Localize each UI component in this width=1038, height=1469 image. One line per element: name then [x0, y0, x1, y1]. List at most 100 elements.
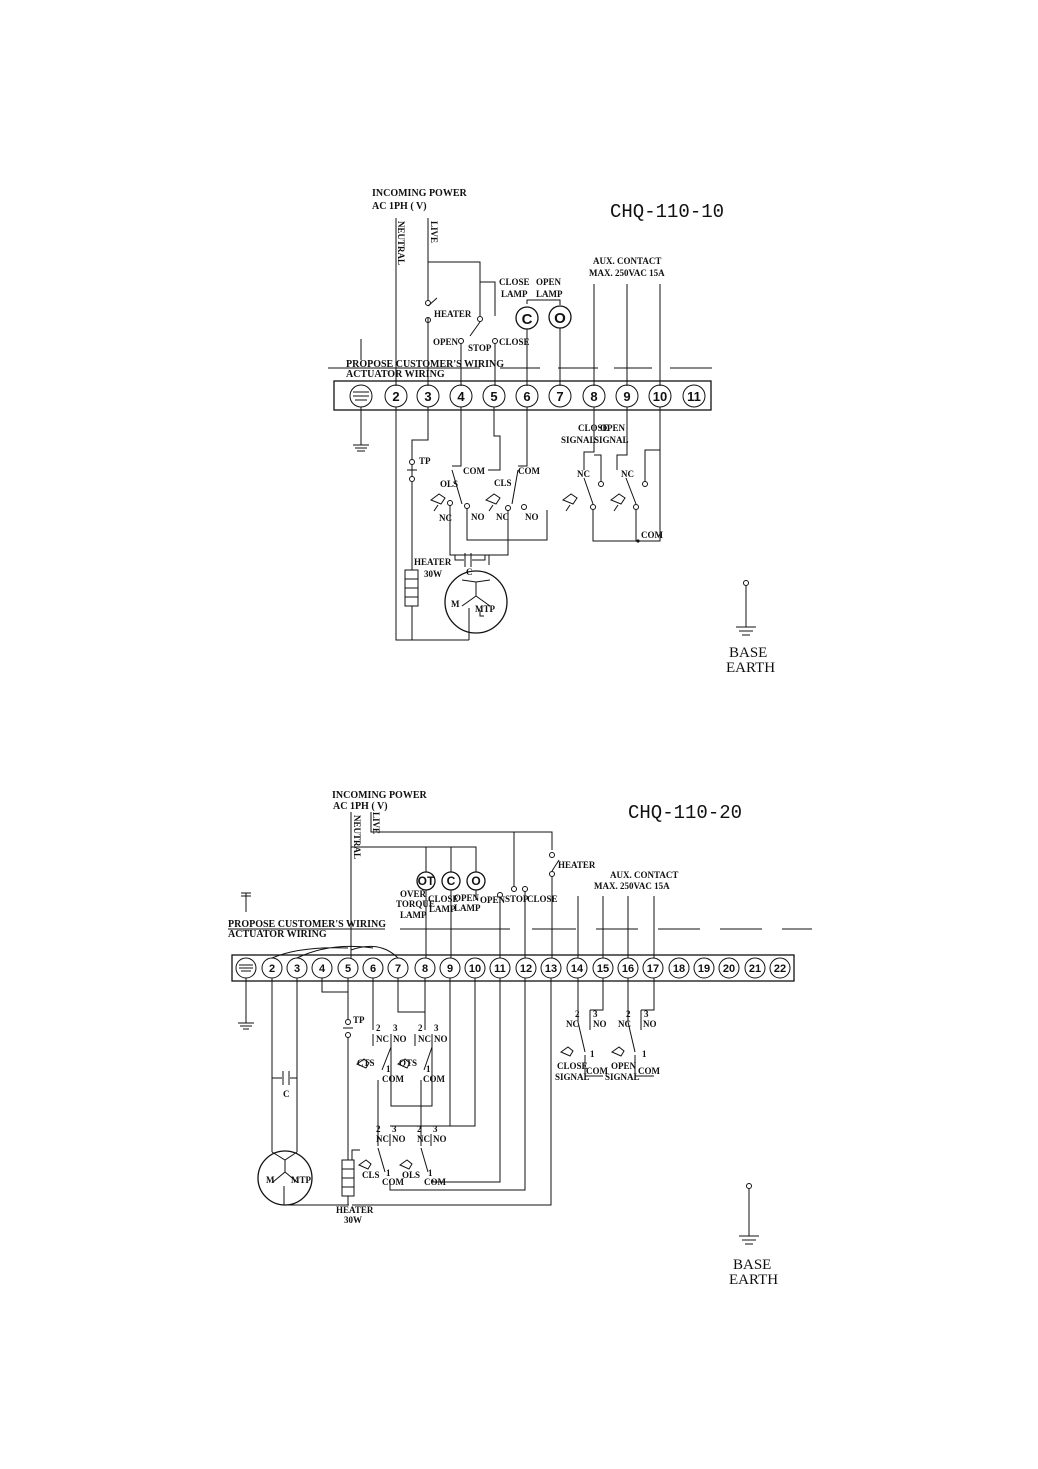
aux2-blade — [625, 407, 661, 541]
live-bus-wire-2 — [480, 281, 496, 316]
cts-cam-icon — [355, 1058, 370, 1069]
cls-com-label: COM — [518, 466, 541, 476]
ols-no-contact — [464, 503, 470, 509]
cts-label: CTS — [357, 1058, 375, 1068]
neutral-internal-wire — [395, 407, 469, 641]
open-lamp-label-2b: LAMP — [454, 903, 481, 913]
os-com: COM — [638, 1066, 661, 1076]
aux2-wire — [616, 407, 628, 470]
close-lamp-letter: C — [522, 311, 533, 328]
terminal-2-5-label: 5 — [345, 963, 351, 975]
cls-out-wires — [488, 510, 509, 565]
terminal-2-6-label: 6 — [370, 963, 376, 975]
ols-n1: 1 — [428, 1168, 433, 1178]
heater-switch-label-2: HEATER — [558, 860, 596, 870]
live-label-2: LIVE — [371, 812, 381, 834]
terminal-1-7 — [548, 384, 572, 408]
cls-nc-contact — [505, 505, 511, 511]
open-signal-label-1: OPEN — [600, 423, 626, 433]
stop-label-2: STOP — [505, 894, 529, 904]
motor-feed-2 — [271, 1078, 298, 1152]
open-lamp-letter-2: O — [471, 874, 480, 888]
base-earth-terminal — [743, 580, 749, 586]
close-signal-wires — [577, 978, 604, 1030]
strip-earth-wire — [353, 339, 369, 452]
terminal-2-8-label: 8 — [422, 963, 428, 975]
open-signal-label-2a: OPEN — [611, 1061, 637, 1071]
incoming-power-label: INCOMING POWER — [372, 188, 468, 199]
close-signal-cam-icon — [559, 1046, 574, 1057]
cls-nc: NC — [376, 1134, 389, 1144]
aux2-contact — [642, 481, 648, 487]
cls-com-wire-2 — [518, 407, 528, 467]
terminal-2-14 — [566, 957, 588, 979]
open-contact-2 — [497, 892, 503, 898]
cts-nc: NC — [376, 1034, 389, 1044]
stop-switch — [469, 321, 481, 337]
motor-label: M — [451, 599, 460, 609]
power-spec-label-2: AC 1PH ( V) — [333, 801, 388, 812]
ols-nc-contact — [447, 500, 453, 506]
cls-no: NO — [392, 1134, 406, 1144]
aux-com-label: COM — [641, 530, 664, 540]
open-signal-label-2: SIGNAL — [594, 435, 629, 445]
close-lamp-label-2: LAMP — [501, 289, 528, 299]
cls-no-contact — [521, 504, 527, 510]
ols-com-label: COM — [463, 466, 486, 476]
capacitor-wires — [454, 555, 486, 561]
terminal-2-21-label: 21 — [749, 963, 761, 975]
tp-label-2: TP — [353, 1015, 365, 1025]
close-signal-label-1: CLOSE — [578, 423, 609, 433]
os-nc: NC — [618, 1019, 631, 1029]
cls-com-2: COM — [382, 1177, 405, 1187]
incoming-power-label-2: INCOMING POWER — [332, 790, 428, 801]
terminal-2-4-label: 4 — [319, 963, 326, 975]
terminal-2-15-label: 15 — [597, 963, 609, 975]
heater-switch-contact-2b — [549, 871, 555, 877]
terminal-2-10-label: 10 — [469, 963, 481, 975]
terminal-1-8-label: 8 — [590, 389, 597, 404]
cts-com: COM — [382, 1074, 405, 1084]
ols-label: OLS — [440, 479, 458, 489]
open-lamp-label-1: OPEN — [536, 277, 562, 287]
open-signal-com-wire — [634, 1055, 654, 1077]
open-label: OPEN — [433, 337, 459, 347]
open-signal-wires — [627, 978, 655, 1030]
base-label: BASE — [729, 645, 767, 661]
terminal-2-17-label: 17 — [647, 963, 659, 975]
ols-n3: 3 — [433, 1124, 438, 1134]
close-signal-label-2a: CLOSE — [557, 1061, 588, 1071]
ols-no: NO — [433, 1134, 447, 1144]
tp-contact-2b — [345, 1032, 351, 1038]
terminal-strip-2 — [231, 954, 795, 982]
stop-contact — [477, 316, 483, 322]
close-contact-2 — [522, 886, 528, 892]
terminal-2-12-label: 12 — [520, 963, 532, 975]
aux-wires — [593, 284, 661, 386]
cls-label: CLS — [494, 478, 512, 488]
motor-supply-wires — [271, 978, 298, 1078]
os-no: NO — [643, 1019, 657, 1029]
terminal-2-19-label: 19 — [698, 963, 710, 975]
power-spec-label: AC 1PH ( V) — [372, 201, 427, 212]
base-earth-icon-2 — [739, 1189, 759, 1245]
tp-contact-2a — [345, 1019, 351, 1025]
aux2-contact-2 — [633, 504, 639, 510]
close-label: CLOSE — [499, 337, 530, 347]
aux1-contact — [598, 481, 604, 487]
model-title-2: CHQ-110-20 — [628, 802, 742, 824]
motor-icon — [444, 570, 508, 634]
cls-label-2: CLS — [362, 1170, 380, 1180]
over-torque-label-2: TORQUE — [396, 899, 435, 909]
cts-ots-bridge — [390, 1046, 433, 1107]
diagram-chq-110-20: CHQ-110-20 INCOMING POWER AC 1PH ( V) NE… — [228, 790, 812, 1288]
earth-label: EARTH — [726, 660, 775, 676]
terminal-2-11-label: 11 — [494, 963, 506, 975]
terminal-2-18 — [668, 957, 690, 979]
terminal-2-20-label: 20 — [723, 963, 735, 975]
capacitor-icon — [464, 553, 472, 567]
ots-no: NO — [434, 1034, 448, 1044]
tp-label: TP — [419, 456, 431, 466]
terminal-2-7-label: 7 — [395, 963, 401, 975]
